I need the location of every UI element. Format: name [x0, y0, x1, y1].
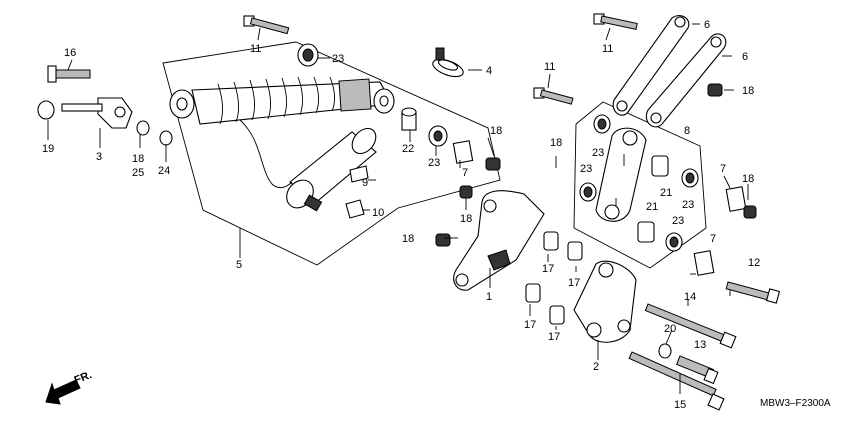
callout-23b: 23: [428, 157, 440, 169]
callout-18g: 18: [402, 233, 414, 245]
callout-15: 15: [674, 399, 686, 411]
callout-18e: 18: [742, 173, 754, 185]
shock-lower-hardware: [345, 107, 501, 219]
hose-clamp-part: [432, 47, 464, 78]
callout-18d: 18: [742, 85, 754, 97]
callout-23d: 23: [580, 163, 592, 175]
long-bolts: [628, 303, 737, 411]
shock-reservoir: [239, 119, 377, 212]
callout-11c: 11: [544, 61, 555, 73]
callout-17c: 17: [524, 319, 536, 331]
callout-1: 1: [486, 291, 492, 303]
callout-18f: 18: [460, 213, 472, 225]
shock-group-outline: [162, 41, 501, 266]
callout-8: 8: [684, 125, 690, 137]
callout-23a: 23: [332, 53, 344, 65]
cushion-link-group-outline: [573, 101, 707, 269]
arm-bolts: [533, 13, 723, 105]
top-bolt-and-collar: [243, 15, 319, 67]
callout-18a: 18: [132, 153, 144, 165]
callout-11b: 11: [602, 43, 613, 55]
callout-17a: 17: [542, 263, 554, 275]
leader-lines: [47, 23, 749, 394]
callout-9: 9: [362, 177, 368, 189]
front-direction-arrow: FR.: [45, 369, 94, 405]
callout-23c: 23: [592, 147, 604, 159]
callout-17d: 17: [548, 331, 560, 343]
callout-21b: 21: [646, 201, 658, 213]
callout-6a: 6: [704, 19, 710, 31]
callout-5: 5: [236, 259, 242, 271]
callout-19: 19: [42, 143, 54, 155]
callout-18b: 18: [490, 125, 502, 137]
callout-13: 13: [694, 339, 706, 351]
callout-18c: 18: [550, 137, 562, 149]
callout-20: 20: [664, 323, 676, 335]
callout-17b: 17: [568, 277, 580, 289]
callout-7a: 7: [462, 167, 468, 179]
callout-6b: 6: [742, 51, 748, 63]
callout-21a: 21: [660, 187, 672, 199]
rear-shock-absorber: [169, 76, 395, 125]
callout-10: 10: [372, 207, 384, 219]
callout-25: 25: [132, 167, 144, 179]
callout-24: 24: [158, 165, 170, 177]
callout-labels: 1 2 3 4 5 6 6 7 7 7 8 9 10 11 11 11 12 1…: [42, 19, 831, 411]
callout-12: 12: [748, 257, 760, 269]
callout-4: 4: [486, 65, 492, 77]
callout-16: 16: [64, 47, 76, 59]
diagram-code: MBW3–F2300A: [760, 398, 831, 409]
callout-22: 22: [402, 143, 414, 155]
cushion-link-part: [579, 114, 699, 252]
callout-2: 2: [593, 361, 599, 373]
callout-3: 3: [96, 151, 102, 163]
callout-14: 14: [684, 291, 696, 303]
callout-7c: 7: [710, 233, 716, 245]
callout-11a: 11: [250, 43, 261, 55]
shock-mount-link-part: [37, 65, 173, 146]
callout-23f: 23: [672, 215, 684, 227]
cushion-arms-part: [612, 15, 727, 128]
callout-7b: 7: [720, 163, 726, 175]
callout-23e: 23: [682, 199, 694, 211]
right-collars: [693, 186, 781, 304]
bracket-part: [435, 185, 583, 291]
front-direction-label: FR.: [73, 369, 94, 387]
lower-bracket-part: [525, 260, 637, 343]
